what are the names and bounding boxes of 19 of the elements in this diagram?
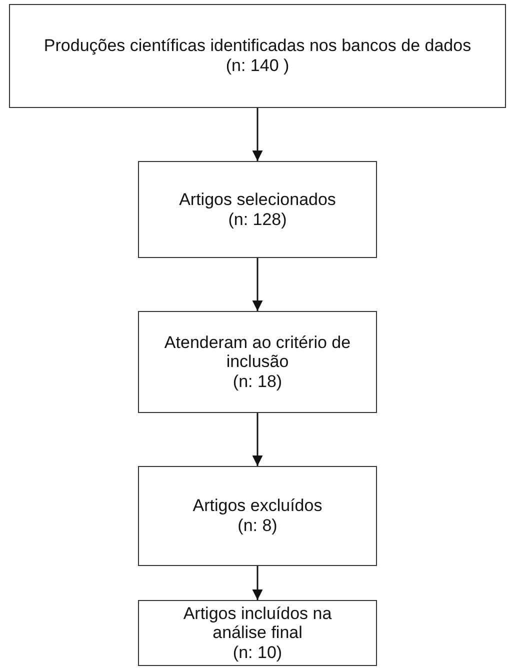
box-text: (n: 10) <box>232 642 282 662</box>
process-box <box>138 161 377 258</box>
arrow <box>252 258 263 311</box>
process-box <box>9 4 506 108</box>
arrow <box>252 566 263 600</box>
box-text: Produções científicas identificadas nos bancos de dados <box>44 36 472 56</box>
process-box <box>138 311 377 413</box>
box-text: (n: 18) <box>232 372 282 392</box>
box-text: (n: 140 ) <box>226 56 290 76</box>
arrow <box>252 108 263 161</box>
box-text: Artigos excluídos <box>192 496 322 516</box>
process-box <box>138 466 377 566</box>
process-box <box>138 600 377 666</box>
box-text: (n: 128) <box>228 210 287 230</box>
box-text: Artigos incluídos na análise final <box>182 604 333 643</box>
arrow <box>252 413 263 466</box>
box-text: Atenderam ao critério de inclusão <box>163 332 352 372</box>
box-text: Artigos selecionados <box>179 190 336 210</box>
box-text: (n: 8) <box>238 516 278 536</box>
